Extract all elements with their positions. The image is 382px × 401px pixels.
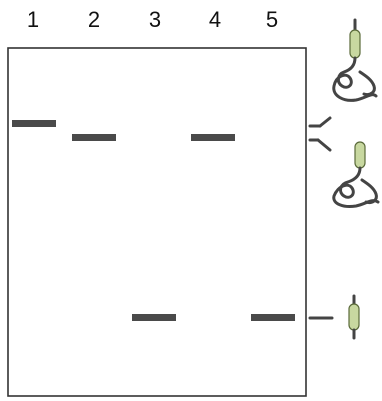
lane-number-5: 5 [265, 7, 279, 32]
band-lane-1 [12, 120, 56, 127]
folded-protein-with-tag-icon [332, 18, 378, 102]
band-lane-5 [251, 314, 295, 321]
folded-protein-with-tag-icon-lower [332, 141, 380, 208]
band-lane-2 [72, 134, 116, 141]
upper-bands-fork [308, 116, 332, 152]
lane-number-4: 4 [208, 7, 222, 32]
lane-number-row: 1 2 3 4 5 [0, 0, 310, 40]
gel-frame [7, 47, 307, 397]
lane-number-2: 2 [87, 7, 101, 32]
band-lane-4 [191, 134, 235, 141]
band-lane-3 [132, 314, 176, 321]
lane-number-3: 3 [148, 7, 162, 32]
tag-only-icon [348, 294, 360, 340]
lane-number-1: 1 [26, 7, 40, 32]
